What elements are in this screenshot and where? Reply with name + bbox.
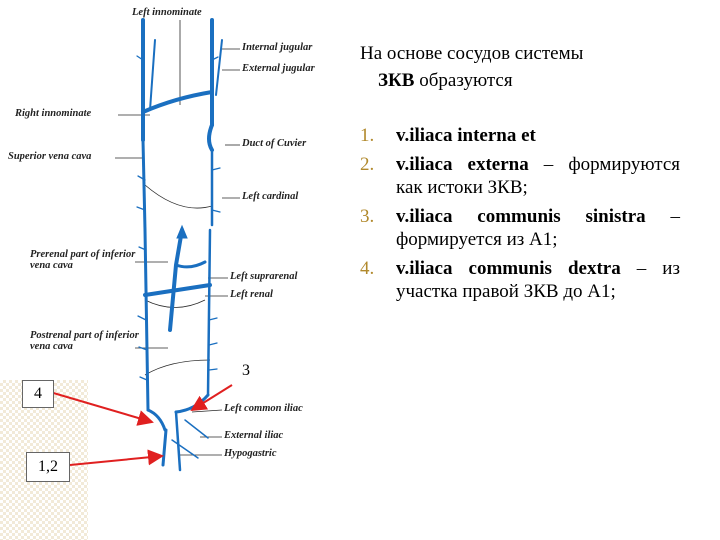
- list-bold-text: v.iliaca externa: [396, 154, 529, 175]
- list-number: 3.: [360, 205, 396, 251]
- numbered-list: 1. v.iliaca interna et 2. v.iliaca exter…: [360, 124, 680, 303]
- label-hypogastric: Hypogastric: [224, 448, 277, 459]
- list-item: 4. v.iliaca communis dextra – из участка…: [360, 257, 680, 303]
- label-external-iliac: External iliac: [224, 430, 283, 441]
- label-left-renal: Left renal: [230, 289, 273, 300]
- label-external-jugular: External jugular: [242, 63, 315, 74]
- marker-box-1-2: 1,2: [26, 452, 70, 482]
- list-bold-text: v.iliaca communis dextra: [396, 258, 621, 279]
- intro-line-1: На основе сосудов системы: [360, 43, 583, 64]
- list-number: 4.: [360, 257, 396, 303]
- vein-diagram: Left innominate Internal jugular Externa…: [0, 0, 360, 480]
- label-internal-jugular: Internal jugular: [242, 42, 312, 53]
- intro-bold: ЗКВ: [378, 70, 414, 91]
- marker-number-3: 3: [242, 362, 250, 380]
- label-left-innominate: Left innominate: [132, 7, 202, 18]
- description-panel: На основе сосудов системы ЗКВ образуются…: [360, 40, 680, 309]
- intro-rest: образуются: [414, 70, 512, 91]
- label-left-suprarenal: Left suprarenal: [230, 271, 297, 282]
- label-left-cardinal: Left cardinal: [242, 191, 298, 202]
- label-superior-vena-cava: Superior vena cava: [8, 151, 91, 162]
- intro-text: На основе сосудов системы ЗКВ образуются: [360, 40, 680, 94]
- list-bold-text: v.iliaca interna et: [396, 125, 536, 146]
- list-item: 1. v.iliaca interna et: [360, 124, 680, 147]
- list-bold-text: v.iliaca communis sinistra: [396, 206, 646, 227]
- label-prerenal: Prerenal part of inferior vena cava: [30, 249, 140, 271]
- list-number: 1.: [360, 124, 396, 147]
- label-right-innominate: Right innominate: [15, 108, 91, 119]
- list-item: 2. v.iliaca externa – формируются как ис…: [360, 153, 680, 199]
- intro-line-2: ЗКВ образуются: [360, 67, 680, 94]
- marker-box-4: 4: [22, 380, 54, 408]
- label-left-common-iliac: Left common iliac: [224, 403, 303, 414]
- veins: [137, 20, 222, 470]
- label-postrenal: Postrenal part of inferior vena cava: [30, 330, 140, 352]
- list-item: 3. v.iliaca communis sinistra – формируе…: [360, 205, 680, 251]
- list-number: 2.: [360, 153, 396, 199]
- label-duct-of-cuvier: Duct of Cuvier: [242, 138, 306, 149]
